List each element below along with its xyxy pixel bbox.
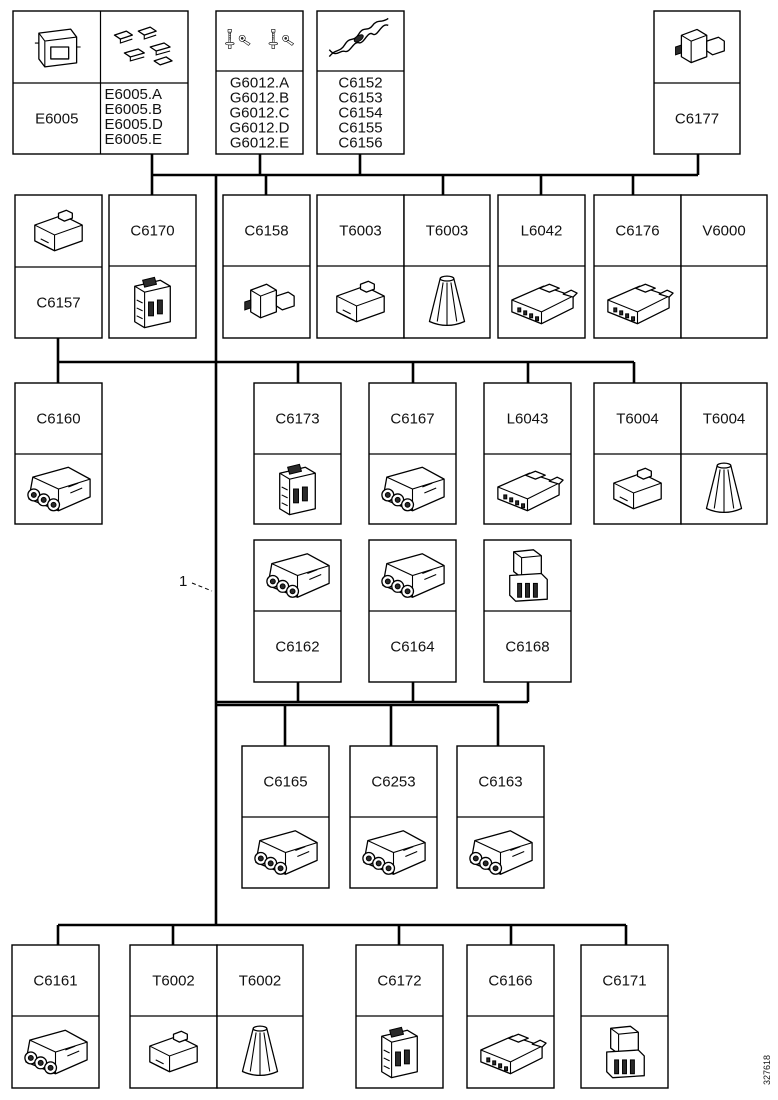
callout-leader-line — [191, 582, 213, 592]
harness-wires — [56, 154, 700, 945]
component-label: G6012.C — [229, 105, 289, 122]
component-label: C6160 — [36, 411, 80, 428]
component-label: C6158 — [244, 223, 288, 240]
component-label: C6162 — [275, 639, 319, 656]
component-label: C6176 — [615, 223, 659, 240]
component-label: C6164 — [390, 639, 434, 656]
component-label: C6152 — [338, 75, 382, 92]
component-label: E6005.A — [105, 86, 163, 103]
latched-connector-icon — [134, 276, 171, 329]
component-label: G6012.E — [230, 135, 289, 152]
latched-connector-icon — [279, 463, 316, 516]
component-label: C6156 — [338, 135, 382, 152]
component-label: T6002 — [152, 973, 195, 990]
component-l6042: L6042 — [497, 194, 586, 339]
component-label: E6005.D — [105, 116, 164, 133]
component-c6161: C6161 — [11, 944, 100, 1089]
component-c6162: C6162 — [253, 539, 342, 683]
component-label: C6163 — [478, 774, 522, 791]
component-t6004b: T6004 — [680, 382, 768, 525]
component-c6165: C6165 — [241, 745, 330, 889]
component-label: T6002 — [239, 973, 282, 990]
component-c6173: C6173 — [253, 382, 342, 525]
component-label: C6154 — [338, 105, 382, 122]
component-c6157: C6157 — [14, 194, 103, 339]
component-c6176: C6176 — [593, 194, 682, 339]
component-label: C6155 — [338, 120, 382, 137]
component-c6168: C6168 — [483, 539, 572, 683]
figure-id: 327618 — [762, 1055, 772, 1085]
component-label: C6253 — [371, 774, 415, 791]
component-label: C6165 — [263, 774, 307, 791]
component-label: G6012.B — [230, 90, 289, 107]
component-v6000: V6000 — [680, 194, 768, 339]
component-label: T6003 — [426, 223, 469, 240]
component-c6177: C6177 — [653, 10, 741, 155]
component-label: G6012.D — [229, 120, 289, 137]
component-t6002a: T6002 — [129, 944, 218, 1089]
component-c6167: C6167 — [368, 382, 457, 525]
component-t6004a: T6004 — [593, 382, 682, 525]
component-c6164: C6164 — [368, 539, 457, 683]
component-label: E6005.E — [105, 131, 163, 148]
component-c6253: C6253 — [349, 745, 438, 889]
component-label: T6004 — [703, 411, 746, 428]
component-c6170: C6170 — [108, 194, 197, 339]
component-c6166: C6166 — [466, 944, 555, 1089]
component-label: C6177 — [675, 111, 719, 128]
component-label: E6005.B — [105, 101, 163, 118]
component-label: C6161 — [33, 973, 77, 990]
component-label: C6168 — [505, 639, 549, 656]
latched-connector-icon — [381, 1026, 418, 1079]
component-t6003a: T6003 — [316, 194, 405, 339]
component-label: V6000 — [702, 223, 745, 240]
angled-connector-icon — [509, 549, 548, 602]
harness-callout-label: 1 — [179, 573, 187, 590]
component-c6163: C6163 — [456, 745, 545, 889]
component-label: L6043 — [507, 411, 549, 428]
angled-connector-icon — [606, 1025, 645, 1079]
component-l6043: L6043 — [483, 382, 572, 525]
component-label: L6042 — [521, 223, 563, 240]
component-label: C6157 — [36, 295, 80, 312]
component-label: C6172 — [377, 973, 421, 990]
component-c6171: C6171 — [580, 944, 669, 1089]
connector-housing-icon — [34, 28, 82, 68]
component-t6002b: T6002 — [216, 944, 304, 1089]
component-t6003b: T6003 — [403, 194, 491, 339]
component-c6172: C6172 — [355, 944, 444, 1089]
component-label: C6171 — [602, 973, 646, 990]
component-label: T6004 — [616, 411, 659, 428]
component-c6160: C6160 — [14, 382, 103, 525]
component-label: C6153 — [338, 90, 382, 107]
component-label: T6003 — [339, 223, 382, 240]
component-label: C6170 — [130, 223, 174, 240]
component-label: E6005 — [35, 111, 78, 128]
component-label: G6012.A — [230, 75, 289, 92]
component-label: C6173 — [275, 411, 319, 428]
component-label: C6167 — [390, 411, 434, 428]
component-c6158: C6158 — [222, 194, 311, 339]
component-label: C6166 — [488, 973, 532, 990]
